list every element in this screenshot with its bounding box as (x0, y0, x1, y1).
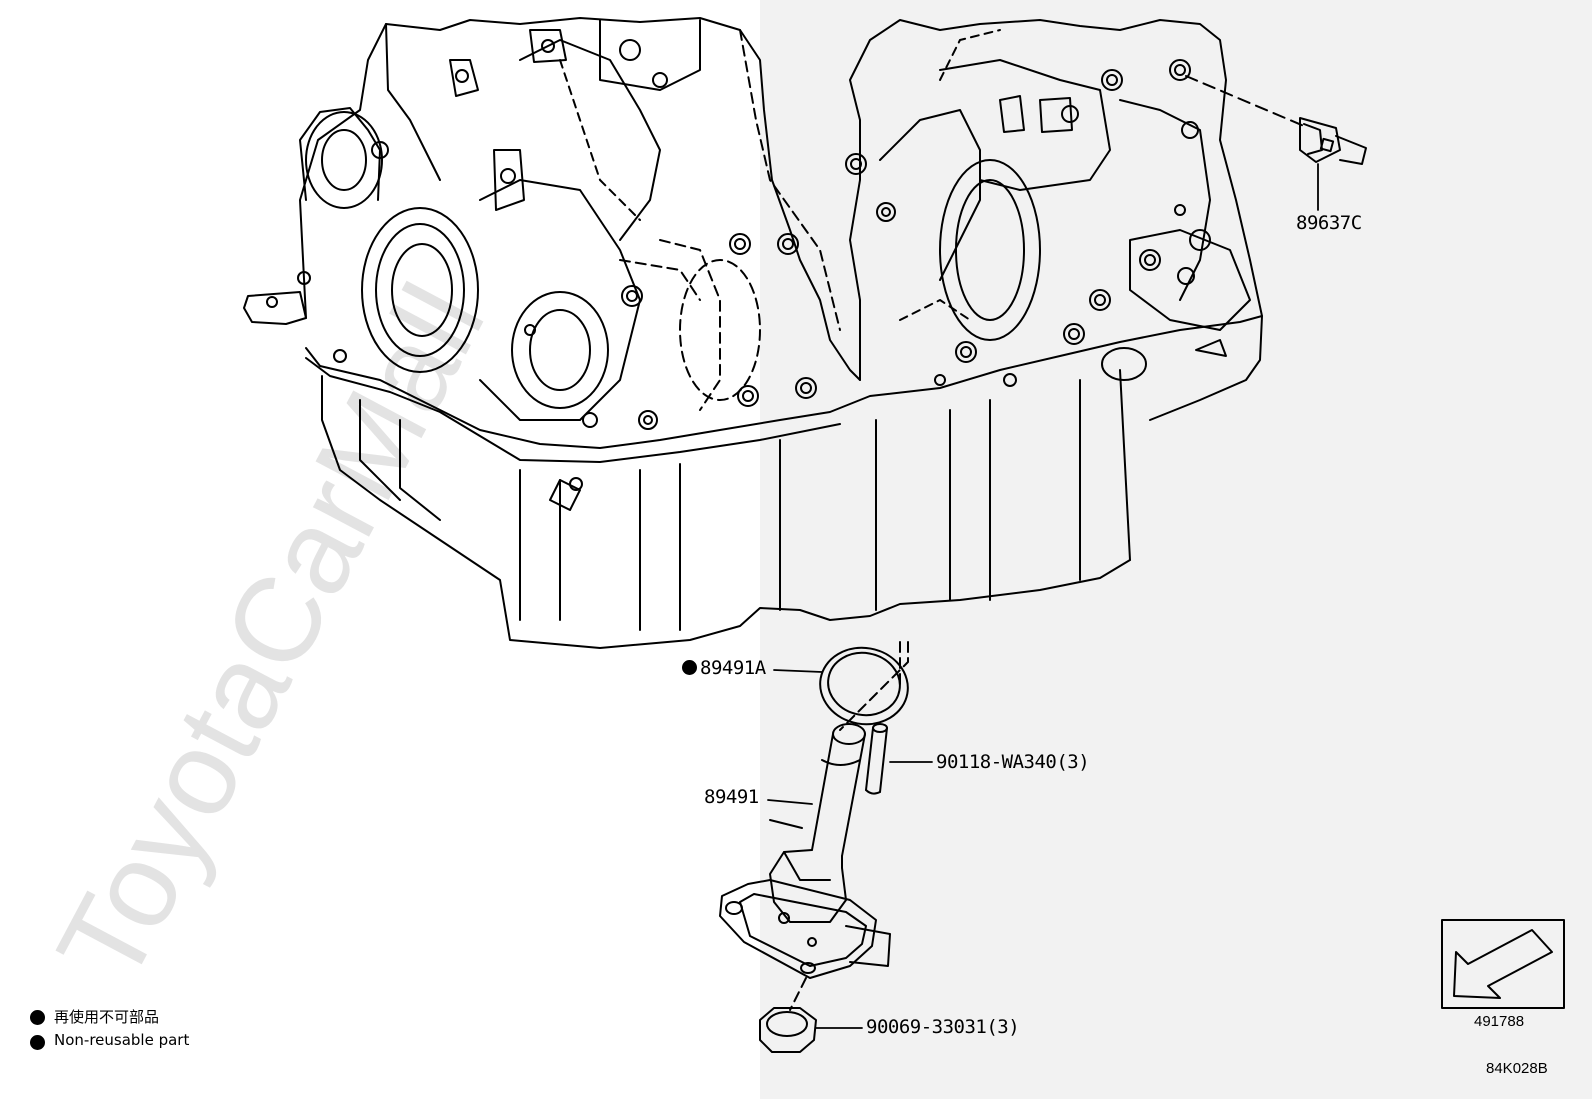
part-90069-33031-nut (759, 1007, 863, 1053)
non-reusable-marker (682, 660, 697, 675)
callout-89491a: 89491A (700, 657, 766, 679)
legend-bullet-en (30, 1035, 45, 1050)
background-shade (760, 0, 1592, 1099)
callout-90069-33031: 90069-33031(3) (866, 1016, 1020, 1038)
callout-90118-wa340: 90118-WA340(3) (936, 751, 1090, 773)
part-89637c-sensor (1185, 75, 1367, 211)
legend-bullet-ja (30, 1010, 45, 1025)
view-direction-box (1441, 919, 1565, 1009)
callout-89637c: 89637C (1296, 212, 1362, 234)
part-89491-oil-level-sensor (719, 641, 909, 1011)
part-89491a-o-ring (773, 646, 909, 726)
diagram-code: 84K028B (1486, 1060, 1548, 1077)
part-90118-wa340-stud (865, 723, 933, 795)
engine-block (243, 17, 1263, 649)
callout-89491: 89491 (704, 786, 759, 808)
legend-text-en: Non-reusable part (54, 1031, 190, 1049)
legend-text-ja: 再使用不可部品 (54, 1008, 160, 1026)
view-code: 491788 (1474, 1013, 1525, 1030)
